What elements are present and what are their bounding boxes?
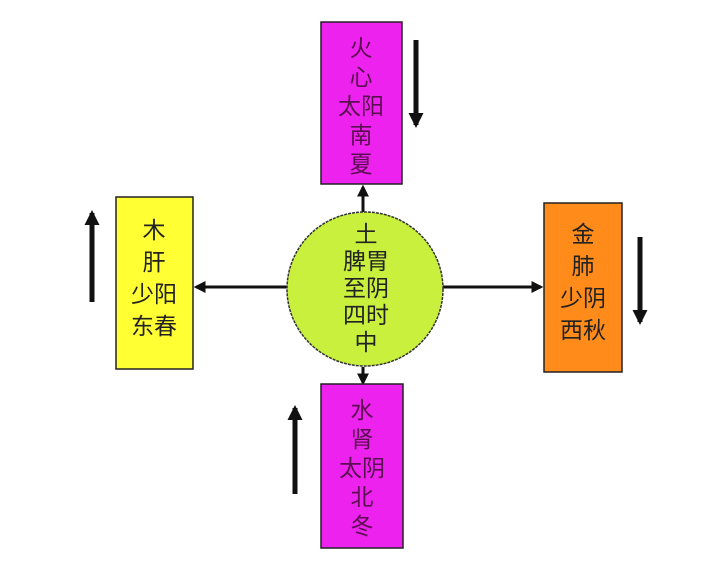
lung-label: 肺 [572,254,595,280]
shaoyin-label: 少阴 [560,286,606,312]
four-seasons-label: 四时 [343,303,389,329]
water-label: 水 [351,398,374,424]
earth-circle: 土 脾胃 至阴 四时 中 [286,211,444,367]
south-label: 南 [350,123,373,149]
north-label: 北 [351,485,374,511]
winter-label: 冬 [351,514,374,540]
west-autumn-label: 西秋 [560,318,606,344]
kidney-label: 肾 [351,427,374,453]
metal-box: 金 肺 少阴 西秋 [543,202,623,373]
wood-label: 木 [143,218,166,244]
shaoyang-label: 少阳 [131,282,177,308]
spleen-stomach-label: 脾胃 [343,249,389,275]
heart-label: 心 [350,65,373,91]
wood-box: 木 肝 少阳 东春 [115,196,194,370]
earth-label: 土 [355,222,378,248]
liver-label: 肝 [143,250,166,276]
zhiyin-label: 至阴 [343,276,389,302]
fire-box: 火 心 太阳 南 夏 [320,21,403,185]
east-spring-label: 东春 [131,314,177,340]
summer-label: 夏 [350,152,373,178]
center-label: 中 [355,330,378,356]
metal-label: 金 [572,222,595,248]
taiyin-label: 太阴 [339,456,385,482]
water-box: 水 肾 太阴 北 冬 [320,383,404,549]
taiyang-label: 太阳 [338,94,384,120]
fire-label: 火 [350,36,373,62]
